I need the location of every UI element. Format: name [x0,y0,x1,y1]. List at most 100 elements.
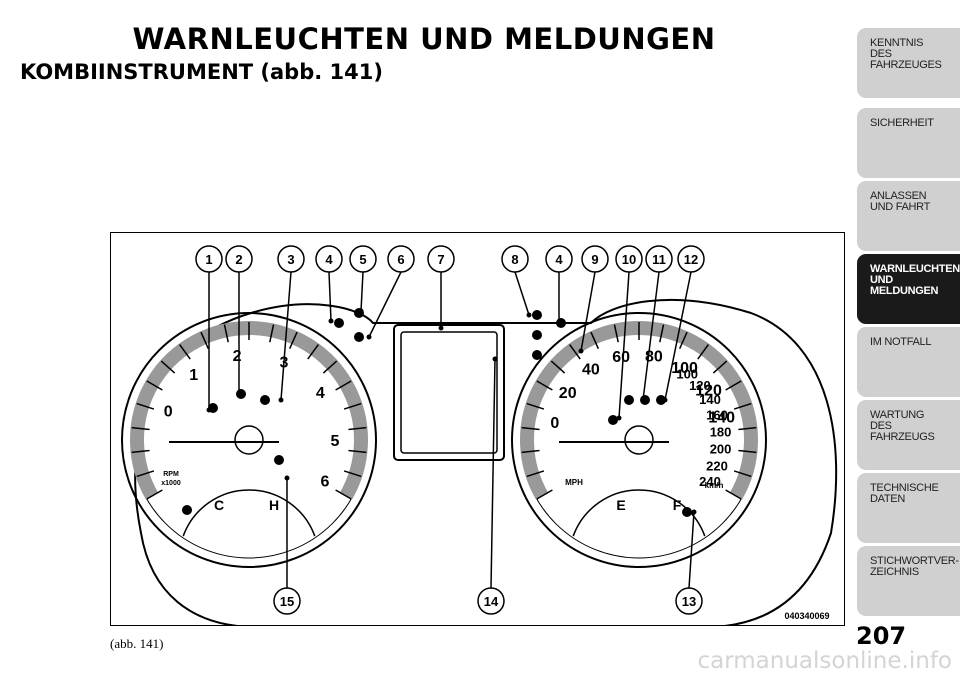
abs-icon [656,395,666,405]
tachometer-tick [223,324,229,343]
callout-number: 4 [325,252,333,267]
callout-arrowhead [526,312,532,318]
callout-arrowhead [278,397,284,403]
speedometer-mph-number: 80 [645,348,663,365]
tab-wartung[interactable]: WARTUNG DES FAHRZEUGS [857,400,960,470]
tachometer-hub [234,425,264,455]
center-display-screen [400,331,498,454]
mph-label: MPH [565,478,583,487]
tachometer-tick [348,449,367,454]
speedometer-tick [550,360,566,374]
speedometer-kmh-number: 140 [699,392,721,407]
tab-kenntnis[interactable]: KENNTNIS DES FAHRZEUGES [857,28,960,98]
tachometer-number: 5 [331,433,340,450]
figure-code: 040340069 [784,611,829,621]
speedometer-kmh-number: 100 [676,367,698,382]
callout-leader [280,271,292,401]
tachometer-tick [179,344,191,360]
tachometer-tick [335,380,352,391]
tab-anlassen[interactable]: ANLASSEN UND FAHRT [857,181,960,251]
tachometer-tick [131,426,150,431]
tachometer-tick [322,360,338,374]
callout-arrowhead [328,318,334,324]
tachometer-number: 2 [233,348,242,365]
callout-arrowhead [438,325,444,331]
callout-number: 10 [622,252,636,267]
callout-arrowhead [366,334,372,340]
left-turn-icon [334,318,344,328]
speedometer-tick [569,344,581,360]
callout-number: 3 [287,252,294,267]
tachometer-tick [136,470,155,478]
callout-leader [664,271,692,401]
tachometer-tick [343,402,362,410]
temp-cold-label: C [214,497,224,513]
traction-icon [260,395,270,405]
callout-number: 13 [682,594,696,609]
callout-number: 7 [437,252,444,267]
tachometer-outer-ring [121,312,377,568]
callout-leader [642,271,660,401]
callout-leader [688,511,695,589]
speedometer-tick [590,331,600,349]
callout-arrowhead [236,391,242,397]
callout-leader [328,271,332,322]
tachometer-number: 1 [189,367,198,384]
temp-hot-label: H [269,497,279,513]
speedometer-tick [733,402,752,410]
speedometer-kmh-number: 120 [689,378,711,393]
coolant-icon [182,505,192,515]
tab-technische-daten[interactable]: TECHNISCHE DATEN [857,473,960,543]
tachometer-tick [146,489,163,500]
speedometer-tick [738,449,757,454]
brake-warning-icon [624,395,634,405]
tab-warnleuchten[interactable]: WARNLEUCHTEN UND MELDUNGEN [857,254,960,324]
speedometer-outer-ring [511,312,767,568]
callout-number: 2 [235,252,242,267]
callout-arrowhead [578,348,584,354]
tab-im-notfall[interactable]: IM NOTFALL [857,327,960,397]
callout-arrowhead [616,415,622,421]
callout-arrowhead [640,397,646,403]
tachometer-tick [348,426,367,431]
tachometer-tick [200,331,210,349]
callout-number: 9 [591,252,598,267]
speedometer-kmh-number: 200 [710,442,732,457]
callout-number: 1 [205,252,212,267]
callout-leader [580,271,596,352]
fuel-pump-icon [682,507,692,517]
callout-arrowhead [358,308,364,314]
fuel-full-label: F [673,497,682,513]
section-heading: KOMBIINSTRUMENT (abb. 141) [20,60,383,84]
speedometer-tick [738,426,757,431]
tab-sicherheit[interactable]: SICHERHEIT [857,108,960,178]
passenger-airbag-icon [608,415,618,425]
speedometer-kmh-number: 180 [710,424,732,439]
tachometer-tick [288,331,298,349]
speedometer-mph-number: 0 [550,415,559,432]
tachometer-number: 0 [164,404,173,421]
callout-number: 4 [555,252,563,267]
callout-leader [514,271,530,316]
callout-number: 11 [652,252,666,267]
speedometer-mph-number: 60 [612,349,630,366]
speedometer-tick [521,449,540,454]
speedometer-tick [725,380,742,391]
speedometer-tick [521,426,540,431]
speedometer-tick [536,489,553,500]
callout-number: 15 [280,594,294,609]
rpm-unit-label: x1000 [161,480,181,487]
callout-arrowhead [492,356,498,362]
speedometer-kmh-number: 160 [706,408,728,423]
tachometer-tick [131,449,150,454]
callout-number: 12 [684,252,698,267]
tachometer-tick [307,344,319,360]
speedometer-hub [624,425,654,455]
tab-stichwortverzeichnis[interactable]: STICHWORTVER- ZEICHNIS [857,546,960,616]
speedometer-kmh-number: 240 [699,474,721,489]
speedometer-tick [613,324,619,343]
tachometer-tick [160,360,176,374]
rear-fog-icon [532,330,542,340]
